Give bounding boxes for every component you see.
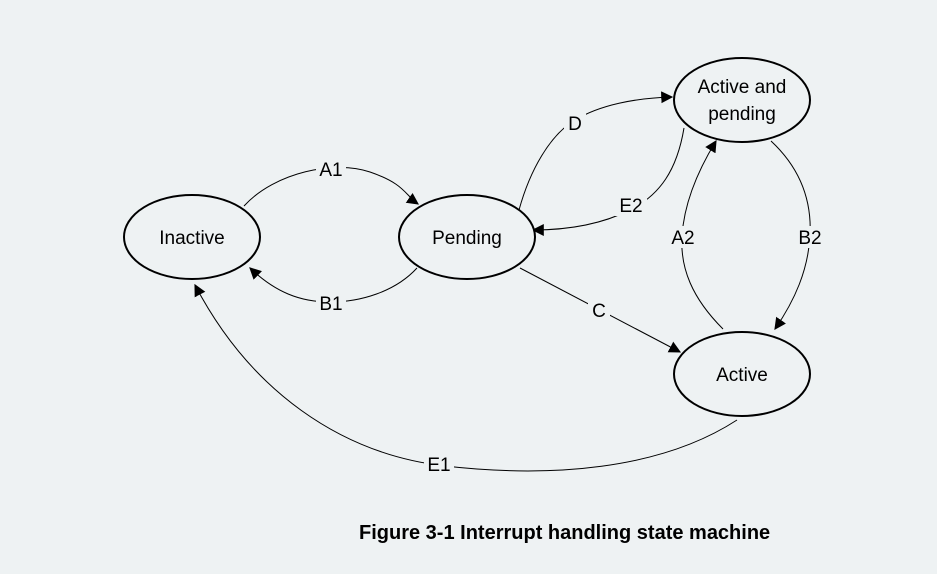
- edge-label-e1: E1: [427, 455, 450, 476]
- state-label-active: Active: [716, 365, 768, 386]
- state-pending: Pending: [398, 194, 536, 280]
- edge-label-b2: B2: [798, 228, 821, 249]
- edge-label-b1: B1: [319, 294, 342, 315]
- edge-e2: [531, 127, 685, 236]
- edge-a1: [243, 167, 419, 207]
- state-active-and-pending: Active and pending: [673, 57, 811, 143]
- edge-d: [518, 91, 674, 211]
- edge-label-d: D: [568, 114, 582, 135]
- state-active: Active: [673, 331, 811, 417]
- edge-label-a1: A1: [319, 160, 342, 181]
- figure-caption: Figure 3-1 Interrupt handling state mach…: [359, 522, 771, 544]
- edge-e1: [194, 283, 738, 472]
- state-label-active-and-pending-line1: Active and: [698, 77, 787, 98]
- edge-label-c: C: [592, 301, 606, 322]
- edge-label-e2: E2: [619, 196, 642, 217]
- state-inactive: Inactive: [123, 194, 261, 280]
- state-label-active-and-pending-line2: pending: [708, 104, 776, 125]
- state-label-pending: Pending: [432, 228, 502, 249]
- edge-label-a2: A2: [671, 228, 694, 249]
- state-label-inactive: Inactive: [159, 228, 224, 249]
